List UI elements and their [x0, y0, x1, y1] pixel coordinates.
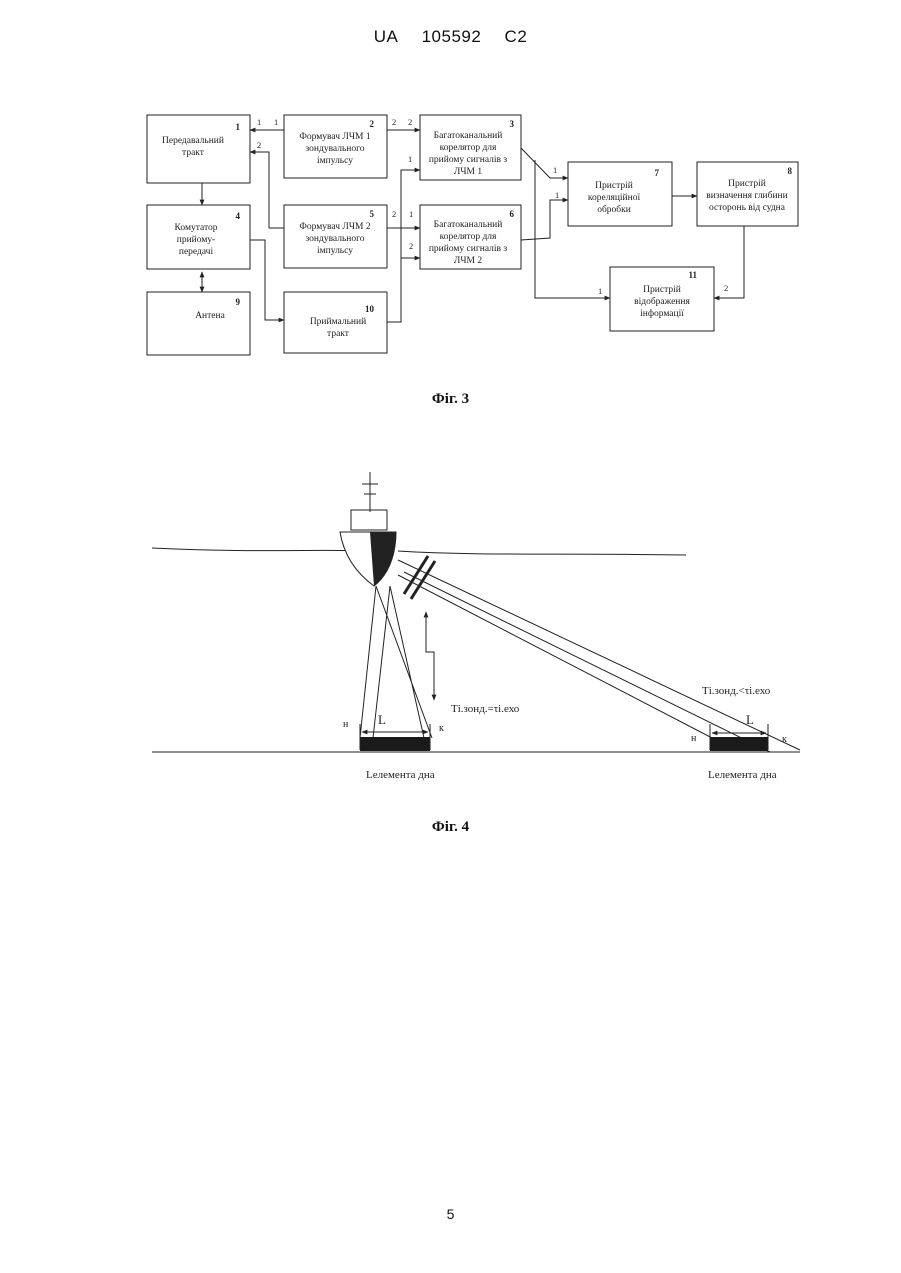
block-4-number: 4 — [236, 211, 241, 221]
port-label: 1 — [553, 165, 557, 175]
block-11-information-display: 11 Пристрій відображення інформації — [610, 267, 714, 331]
block-4-line-3: передачі — [179, 247, 214, 257]
left-start-label: н — [343, 719, 349, 730]
transducer-icon — [404, 556, 435, 599]
block-5-line-3: імпульсу — [317, 246, 353, 256]
port-label: 1 — [257, 117, 261, 127]
block-6-line-4: ЛЧМ 2 — [454, 256, 482, 266]
right-start-label: н — [691, 733, 697, 744]
port-label: 2 — [392, 209, 396, 219]
oblique-beam-lines — [398, 560, 800, 752]
bottom-element-left: L н к Tі.зонд.=τі.ехо Lелемента дна — [343, 703, 520, 781]
block-11-line-1: Пристрій — [643, 284, 681, 295]
vertical-beam-lines — [360, 586, 432, 738]
link-10-to-3 — [387, 170, 420, 322]
block-7-line-3: обробки — [597, 204, 631, 215]
block-2-line-1: Формувач ЛЧМ 1 — [299, 132, 370, 142]
port-label: 2 — [392, 117, 396, 127]
link-5-to-1 — [250, 152, 284, 228]
page-number: 5 — [0, 1206, 901, 1222]
block-5-line-1: Формувач ЛЧМ 2 — [299, 222, 370, 232]
bottom-element-right: L н к Tі.зонд.<τі.ехо Lелемента дна — [691, 685, 787, 781]
port-label: 2 — [408, 117, 412, 127]
block-1-line-2: тракт — [182, 148, 205, 158]
link-4-to-10 — [250, 240, 284, 320]
right-element-label: Lелемента дна — [708, 769, 777, 781]
port-label: 1 — [408, 154, 412, 164]
block-10-receive-path: 10 Приймальний тракт — [284, 292, 387, 353]
block-1-transmit-path: 1 Передавальний тракт — [147, 115, 250, 183]
block-3-line-4: ЛЧМ 1 — [454, 167, 482, 177]
block-2-line-3: імпульсу — [317, 156, 353, 166]
right-width-label: L — [746, 712, 754, 727]
figure-3-caption: Фіг. 3 — [0, 391, 901, 408]
block-8-line-2: визначення глибини — [706, 190, 787, 201]
right-end-label: к — [782, 734, 787, 745]
port-label: 1 — [555, 190, 559, 200]
block-9-number: 9 — [236, 297, 241, 307]
port-label: 2 — [257, 140, 261, 150]
block-10-number: 10 — [365, 304, 375, 314]
port-label: 1 — [274, 117, 278, 127]
sounding-scheme: L н к Tі.зонд.=τі.ехо Lелемента дна L н … — [152, 472, 800, 781]
link-8-to-11 — [714, 226, 744, 298]
block-4-rx-tx-switch: 4 Комутатор прийому- передачі — [147, 205, 250, 269]
pulse-duration-arrow — [426, 612, 434, 700]
block-2-number: 2 — [370, 119, 375, 129]
block-6-line-3: прийому сигналів з — [429, 243, 508, 254]
port-label: 2 — [409, 241, 413, 251]
block-6-line-2: корелятор для — [440, 232, 497, 242]
block-6-line-1: Багатоканальний — [434, 219, 503, 230]
block-6-correlator-lfm2: 6 Багатоканальний корелятор для прийому … — [420, 205, 521, 269]
block-2-lfm1-former: 2 Формувач ЛЧМ 1 зондувального імпульсу — [284, 115, 387, 178]
block-7-number: 7 — [655, 168, 660, 178]
block-7-line-2: кореляційної — [588, 192, 641, 203]
port-label: 2 — [724, 283, 728, 293]
bottom-element-left-bar — [360, 737, 430, 751]
left-condition-label: Tі.зонд.=τі.ехо — [451, 703, 520, 715]
block-5-line-2: зондувального — [305, 234, 364, 244]
block-3-number: 3 — [510, 119, 515, 129]
bottom-element-right-bar — [710, 737, 768, 751]
block-3-line-3: прийому сигналів з — [429, 154, 508, 165]
left-end-label: к — [439, 723, 444, 734]
link-3-to-7 — [521, 148, 568, 178]
block-11-line-2: відображення — [634, 296, 690, 307]
left-element-label: Lелемента дна — [366, 769, 435, 781]
block-7-correlation-processing: 7 Пристрій кореляційної обробки — [568, 162, 672, 226]
block-5-lfm2-former: 5 Формувач ЛЧМ 2 зондувального імпульсу — [284, 205, 387, 268]
block-3-line-2: корелятор для — [440, 143, 497, 153]
figure-4-caption: Фіг. 4 — [0, 819, 901, 836]
block-8-number: 8 — [788, 166, 793, 176]
block-11-line-3: інформації — [640, 308, 684, 319]
water-surface-line — [152, 548, 686, 555]
block-3-correlator-lfm1: 3 Багатоканальний корелятор для прийому … — [420, 115, 521, 180]
block-9-line-1: Антена — [195, 311, 225, 321]
block-11-number: 11 — [688, 270, 697, 280]
block-1-number: 1 — [236, 122, 241, 132]
block-diagram: 1 Передавальний тракт 2 Формувач ЛЧМ 1 з… — [147, 115, 798, 355]
left-width-label: L — [378, 712, 386, 727]
port-label: 1 — [409, 209, 413, 219]
block-1-line-1: Передавальний — [162, 135, 224, 146]
port-label: 1 — [598, 286, 602, 296]
block-8-line-3: осторонь від судна — [709, 203, 786, 213]
block-8-line-1: Пристрій — [728, 178, 766, 189]
block-7-line-1: Пристрій — [595, 180, 633, 191]
ship-icon — [340, 472, 396, 586]
block-6-number: 6 — [510, 209, 515, 219]
block-3-line-1: Багатоканальний — [434, 130, 503, 141]
block-5-number: 5 — [370, 209, 375, 219]
block-9-antenna: 9 Антена — [147, 292, 250, 355]
right-condition-label: Tі.зонд.<τі.ехо — [702, 685, 771, 697]
link-6-to-7 — [521, 200, 568, 240]
block-2-line-2: зондувального — [305, 144, 364, 154]
block-4-line-1: Комутатор — [175, 223, 218, 233]
block-10-line-2: тракт — [327, 329, 350, 339]
block-4-line-2: прийому- — [177, 234, 216, 245]
block-8-depth-determination: 8 Пристрій визначення глибини осторонь в… — [697, 162, 798, 226]
block-10-line-1: Приймальний — [310, 316, 366, 327]
